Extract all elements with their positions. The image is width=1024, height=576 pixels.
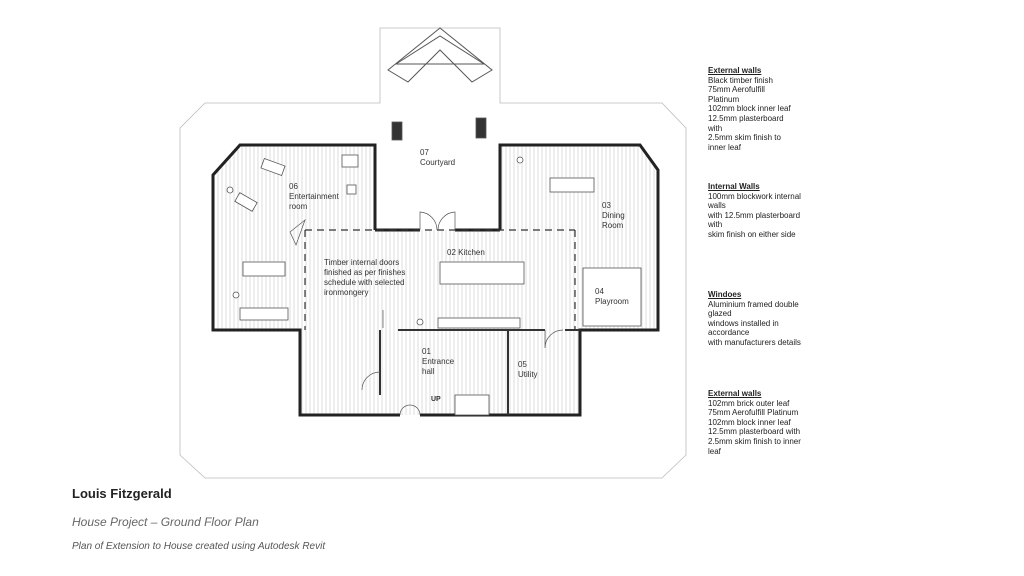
room-label-dining: 03 Dining Room [602,201,625,230]
note-body: Black timber finish 75mm Aerofulfill Pla… [708,75,791,152]
author-name: Louis Fitzgerald [72,486,172,501]
stairs-up-label: UP [431,396,441,403]
drawing-description: Plan of Extension to House created using… [72,541,326,552]
room-label-utility: 05 Utility [518,360,538,379]
room-label-courtyard: 07 Courtyard [420,148,456,167]
room-label-entertainment: 06 Entertainment room [289,182,339,211]
note-title: External walls [708,389,762,398]
room-label-entrance-hall: 01 Entrance hall [422,347,455,376]
building-floor [213,145,658,415]
pergola [387,27,493,83]
note-title: Windoes [708,290,742,299]
note-body: 102mm brick outer leaf 75mm Aerofulfill … [708,398,801,456]
room-label-playroom: 04 Playroom [595,287,629,306]
door-annotation: Timber internal doors finished as per fi… [324,258,406,297]
room-divisions [304,229,576,330]
drawing-title: House Project – Ground Floor Plan [72,515,259,529]
room-label-kitchen: 02 Kitchen [447,248,485,257]
internal-walls [379,329,580,415]
doors [289,211,564,416]
site-boundary [179,27,687,479]
note-body: Aluminium framed double glazed windows i… [708,299,801,347]
note-title: Internal Walls [708,182,760,191]
note-title: External walls [708,66,762,75]
furniture [226,117,642,416]
note-body: 100mm blockwork internal walls with 12.5… [708,191,801,239]
